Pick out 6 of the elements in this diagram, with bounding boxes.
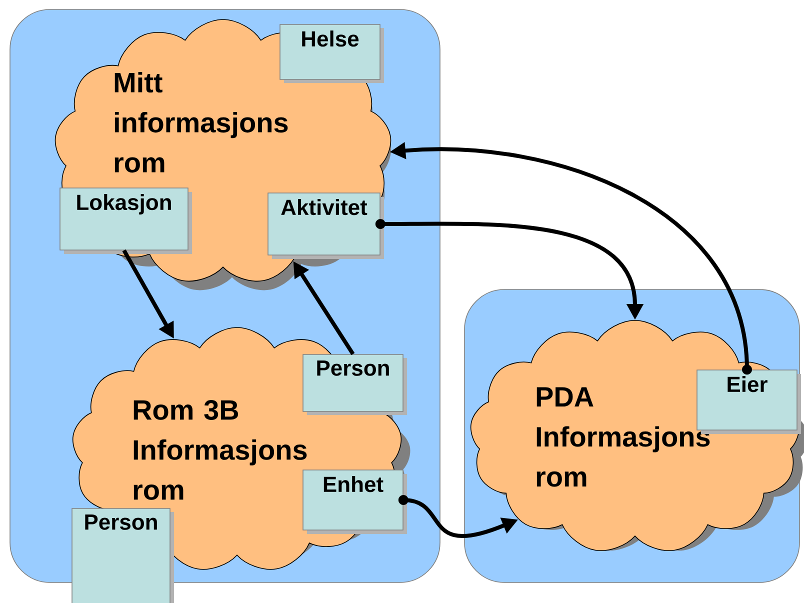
label-box: Person xyxy=(72,508,174,603)
label-box: Helse xyxy=(280,24,384,83)
label-box: Aktivitet xyxy=(268,192,384,259)
label-box: Person xyxy=(302,354,407,415)
label-box: Lokasjon xyxy=(60,188,192,254)
label-box: Enhet xyxy=(302,470,407,534)
